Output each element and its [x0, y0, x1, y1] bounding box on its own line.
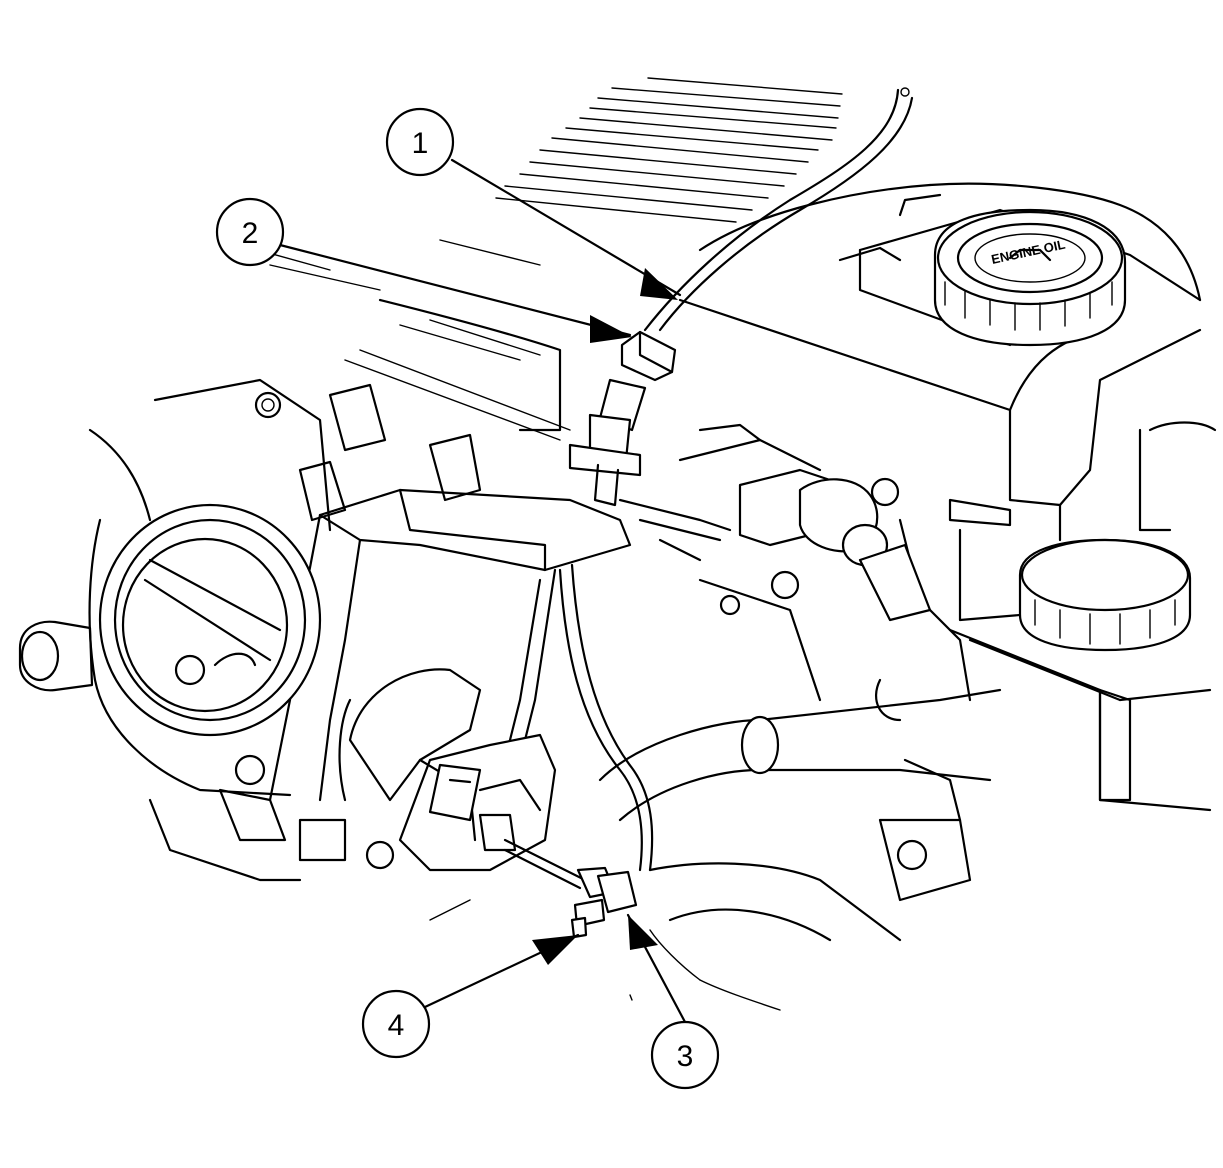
- arrow-1: [640, 268, 678, 300]
- throttle-body: [18, 378, 482, 882]
- hose-connector: [568, 330, 677, 507]
- callout-1: 1: [385, 107, 682, 300]
- callout-2: 2: [215, 197, 632, 343]
- callout-label: 4: [388, 1009, 405, 1042]
- arrow-3: [628, 915, 658, 950]
- reservoir-cap: [958, 421, 1217, 802]
- lower-right-details: [429, 628, 1212, 1011]
- throttle-bracket: [268, 488, 632, 802]
- engine-oil-cap: ENGINE OIL: [933, 208, 1127, 347]
- arrow-4: [532, 935, 578, 965]
- callout-label: 3: [677, 1040, 694, 1073]
- callout-label: 1: [412, 127, 429, 160]
- arrow-2: [590, 315, 632, 343]
- cable-linkage: [503, 563, 654, 939]
- engine-cover-hatching: [495, 77, 843, 223]
- callout-3: 3: [626, 913, 720, 1090]
- throttle-lever: [218, 668, 557, 872]
- callout-label: 2: [242, 217, 259, 250]
- callout-4: 4: [361, 933, 580, 1059]
- intake-tubes: [598, 423, 1012, 942]
- vacuum-hose: [643, 87, 914, 332]
